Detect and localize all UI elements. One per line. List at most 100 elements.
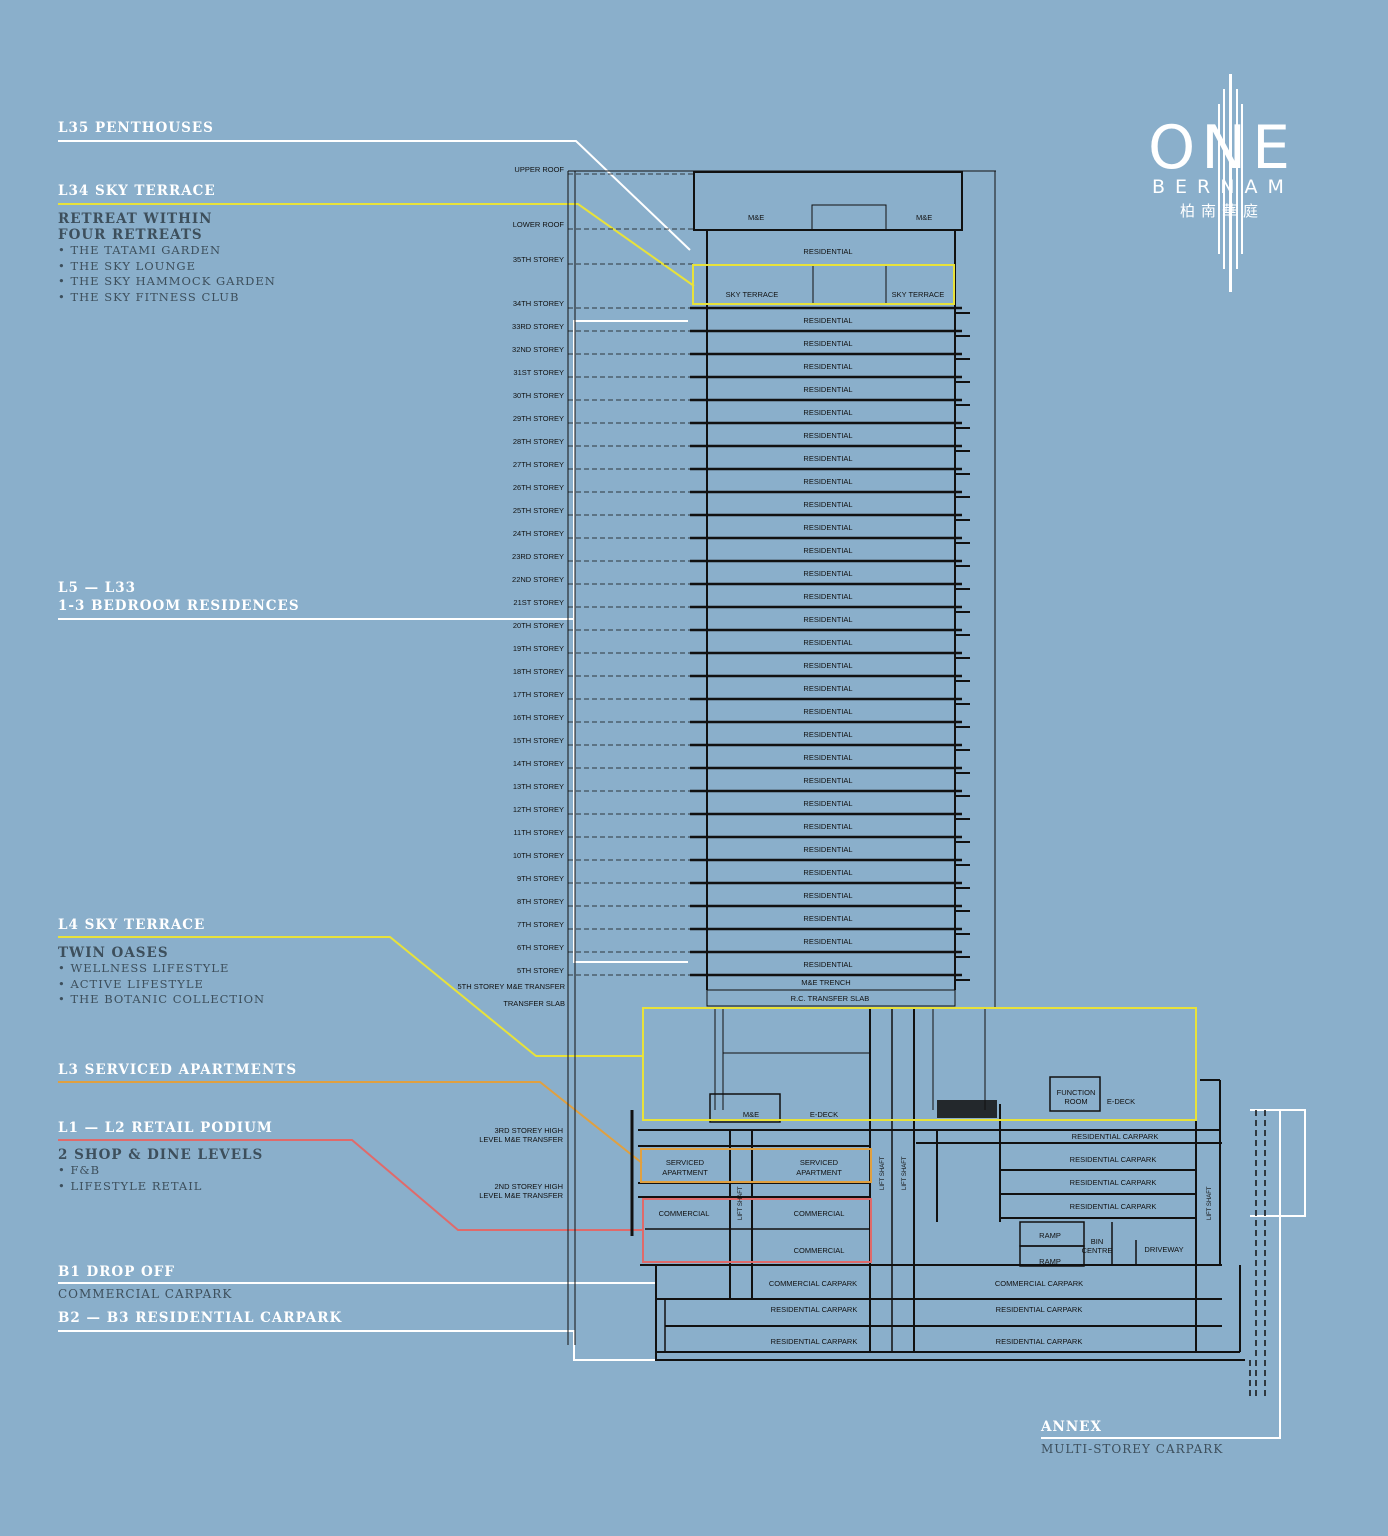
level-label: 11TH STOREY [513, 828, 564, 837]
room-residential: RESIDENTIAL [803, 523, 852, 532]
level-label: 28TH STOREY [513, 437, 564, 446]
room-residential: RESIDENTIAL [803, 868, 852, 877]
callout-l34-subtitle-2: FOUR RETREATS [58, 227, 203, 243]
room-residential-carpark-b2-left: RESIDENTIAL CARPARK [771, 1305, 858, 1314]
level-label: 29TH STOREY [513, 414, 564, 423]
level-label: 16TH STOREY [513, 713, 564, 722]
lift-shaft-label-2: LIFT SHAFT [880, 1156, 886, 1190]
room-residential-carpark-b2-right: RESIDENTIAL CARPARK [996, 1305, 1083, 1314]
callout-l4-item-text: ACTIVE LIFESTYLE [70, 976, 204, 991]
l34-sky-terrace-highlight [692, 264, 955, 305]
callout-l34-subtitle-1: RETREAT WITHIN [58, 211, 213, 227]
callout-b1-subtitle: COMMERCIAL CARPARK [58, 1287, 233, 1301]
level-label: 19TH STOREY [513, 644, 564, 653]
callout-l34-item: • THE SKY FITNESS CLUB [58, 289, 240, 304]
callout-l5-l33-subtitle: 1-3 BEDROOM RESIDENCES [58, 598, 300, 614]
room-residential: RESIDENTIAL [803, 707, 852, 716]
callout-l34-item-text: THE TATAMI GARDEN [70, 243, 222, 257]
level-label: 24TH STOREY [513, 529, 564, 538]
level-label: 27TH STOREY [513, 460, 564, 469]
podium-level-label-1: 3RD STOREY HIGH [495, 1126, 564, 1135]
room-rc-transfer-slab: R.C. TRANSFER SLAB [791, 994, 870, 1003]
room-residential: RESIDENTIAL [803, 408, 852, 417]
room-e-deck-right: E-DECK [1107, 1097, 1135, 1106]
room-residential: RESIDENTIAL [803, 960, 852, 969]
room-bin-centre-1: BIN [1091, 1237, 1104, 1246]
level-label: 15TH STOREY [513, 736, 564, 745]
room-serviced-apt-left-2: APARTMENT [662, 1168, 708, 1177]
callout-l34-item: • THE SKY HAMMOCK GARDEN [58, 274, 276, 288]
room-driveway: DRIVEWAY [1144, 1245, 1183, 1254]
l1-l2-retail-highlight [642, 1198, 872, 1263]
room-residential: RESIDENTIAL [803, 891, 852, 900]
callout-leader-lines [58, 140, 1306, 1439]
room-residential: RESIDENTIAL [803, 730, 852, 739]
level-label: 32ND STOREY [512, 345, 564, 354]
room-residential: RESIDENTIAL [803, 684, 852, 693]
room-sky-terrace-right: SKY TERRACE [892, 290, 945, 299]
callout-l34-item: • THE SKY LOUNGE [58, 258, 197, 273]
l3-serviced-apartments-highlight [640, 1148, 872, 1183]
room-residential: RESIDENTIAL [803, 477, 852, 486]
room-residential: RESIDENTIAL [803, 822, 852, 831]
callout-l1-l2-item-text: LIFESTYLE RETAIL [70, 1178, 203, 1193]
room-ramp-2: RAMP [1039, 1257, 1061, 1266]
transfer-zone [693, 974, 962, 1007]
callout-l1-l2-item: • F&B [58, 1163, 101, 1177]
room-commercial-carpark-right: COMMERCIAL CARPARK [995, 1279, 1083, 1288]
callout-l4-item-text: WELLNESS LIFESTYLE [70, 961, 230, 975]
room-commercial-l1: COMMERCIAL [794, 1246, 845, 1255]
level-label: 34TH STOREY [513, 299, 564, 308]
room-ramp-1: RAMP [1039, 1231, 1061, 1240]
level-label: 8TH STOREY [517, 897, 564, 906]
level-label: 31ST STOREY [513, 368, 564, 377]
level-label: 5TH STOREY [517, 966, 564, 975]
room-commercial-l2-left: COMMERCIAL [659, 1209, 710, 1218]
room-sky-terrace-left: SKY TERRACE [726, 290, 779, 299]
lift-shaft-label-4: LIFT SHAFT [1207, 1186, 1213, 1220]
room-me-podium: M&E [743, 1110, 759, 1119]
level-label: 26TH STOREY [513, 483, 564, 492]
logo-chinese: 柏南華庭 [1180, 202, 1265, 220]
room-residential: RESIDENTIAL [803, 500, 852, 509]
room-residential-carpark-annex-4: RESIDENTIAL CARPARK [1070, 1202, 1157, 1211]
room-residential: RESIDENTIAL [803, 339, 852, 348]
callout-l34-item-text: THE SKY FITNESS CLUB [70, 289, 240, 304]
room-residential: RESIDENTIAL [803, 362, 852, 371]
callout-l4-item: • WELLNESS LIFESTYLE [58, 961, 230, 975]
callout-l4-item-text: THE BOTANIC COLLECTION [70, 992, 266, 1006]
logo-sub: BERNAM [1152, 176, 1294, 198]
room-serviced-apt-left-1: SERVICED [666, 1158, 705, 1167]
room-residential-carpark-annex-3: RESIDENTIAL CARPARK [1070, 1178, 1157, 1187]
room-residential: RESIDENTIAL [803, 454, 852, 463]
lift-shaft-label-3: LIFT SHAFT [902, 1156, 908, 1190]
room-residential: RESIDENTIAL [803, 546, 852, 555]
room-residential-35: RESIDENTIAL [803, 247, 852, 256]
room-residential: RESIDENTIAL [803, 569, 852, 578]
room-me-trench: M&E TRENCH [801, 978, 850, 987]
level-label-me-transfer: 5TH STOREY M&E TRANSFER [457, 982, 565, 991]
room-residential-carpark-b3-left: RESIDENTIAL CARPARK [771, 1337, 858, 1346]
level-label: LOWER ROOF [513, 220, 565, 229]
level-label: 23RD STOREY [512, 552, 564, 561]
level-label: 30TH STOREY [513, 391, 564, 400]
room-residential: RESIDENTIAL [803, 799, 852, 808]
podium-level-label-3: 2ND STOREY HIGH [495, 1182, 564, 1191]
room-serviced-apt-right-1: SERVICED [800, 1158, 839, 1167]
room-residential: RESIDENTIAL [803, 937, 852, 946]
room-residential-carpark-b3-right: RESIDENTIAL CARPARK [996, 1337, 1083, 1346]
logo-bars-graphic [1218, 74, 1243, 292]
callout-l4-subtitle: TWIN OASES [58, 945, 169, 961]
room-commercial-l2-right: COMMERCIAL [794, 1209, 845, 1218]
room-function-room-1: FUNCTION [1057, 1088, 1096, 1097]
callout-l34-item: • THE TATAMI GARDEN [58, 243, 222, 257]
lift-shaft-label-1: LIFT SHAFT [738, 1186, 744, 1220]
room-residential: RESIDENTIAL [803, 316, 852, 325]
callout-l1-l2-subtitle: 2 SHOP & DINE LEVELS [58, 1147, 264, 1163]
annex-dashed-lines [1249, 1110, 1266, 1400]
room-me-left: M&E [748, 213, 764, 222]
room-residential: RESIDENTIAL [803, 385, 852, 394]
